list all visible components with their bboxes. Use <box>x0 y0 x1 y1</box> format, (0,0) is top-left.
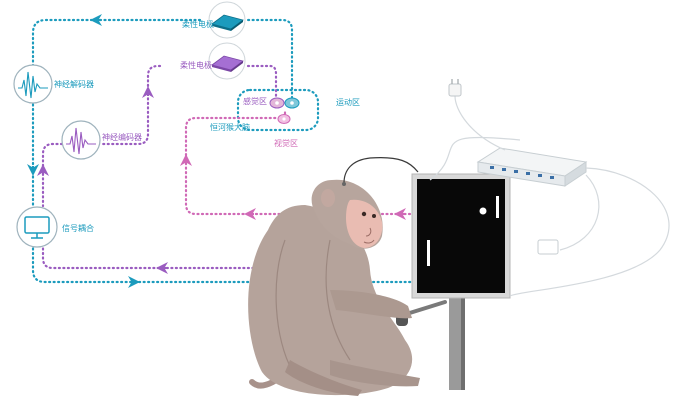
flex-electrode-top-label: 柔性电极 <box>182 20 214 29</box>
usb-hub <box>429 79 670 297</box>
flexible-electrode-top-icon <box>208 1 246 39</box>
signal-coupling-icon <box>16 206 58 248</box>
visual-area-label: 视觉区 <box>274 139 298 148</box>
neural-encoder-icon <box>61 120 101 160</box>
player-paddle <box>427 240 430 266</box>
macaque-illustration <box>248 157 420 396</box>
signal-coupling-label: 信号耦合 <box>62 224 94 233</box>
flex-electrode-mid-label: 柔性电极 <box>180 61 212 70</box>
game-ball <box>479 207 487 215</box>
sensory-area-marker <box>269 97 285 109</box>
sensory-area-label: 感觉区 <box>243 97 267 106</box>
motor-area-label: 运动区 <box>336 98 360 107</box>
opponent-paddle <box>496 196 499 218</box>
encoding-pathway <box>41 64 278 270</box>
game-screen <box>417 179 505 293</box>
neural-decoder-label: 神经解码器 <box>54 80 94 89</box>
motor-area-marker <box>284 97 300 109</box>
visual-area-marker <box>277 114 291 124</box>
flexible-electrode-mid-icon <box>208 42 246 80</box>
game-monitor <box>411 173 511 390</box>
neural-encoder-label: 神经编码器 <box>102 133 142 142</box>
neural-decoder-icon <box>13 64 53 104</box>
decoding-pathway <box>31 18 422 284</box>
macaque-brain-label: 恒河猴大脑 <box>210 123 250 132</box>
